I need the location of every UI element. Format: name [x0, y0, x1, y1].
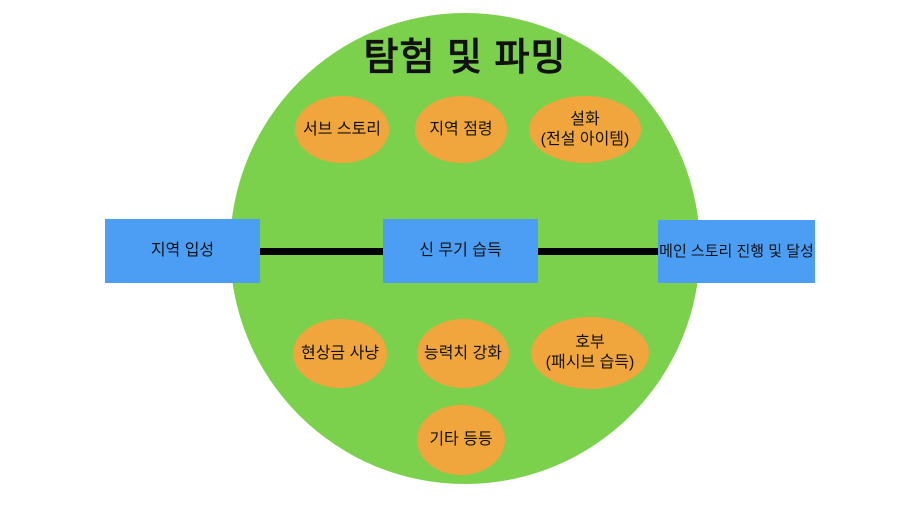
node-new-weapon: 신 무기 습득: [383, 219, 538, 283]
diagram-title: 탐험 및 파밍: [363, 37, 567, 79]
node-talisman: 호부 (패시브 습득): [531, 317, 649, 389]
node-legend-item: 설화 (전설 아이템): [529, 96, 641, 163]
node-sub-story: 서브 스토리: [295, 96, 389, 163]
node-area-entry: 지역 입성: [105, 219, 260, 283]
node-stat-upgrade: 능력치 강화: [417, 319, 509, 388]
node-bounty-hunt: 현상금 사냥: [293, 319, 387, 388]
node-area-capture: 지역 점령: [415, 96, 507, 163]
node-main-story: 메인 스토리 진행 및 달성: [658, 220, 815, 283]
node-etc: 기타 등등: [417, 405, 505, 475]
